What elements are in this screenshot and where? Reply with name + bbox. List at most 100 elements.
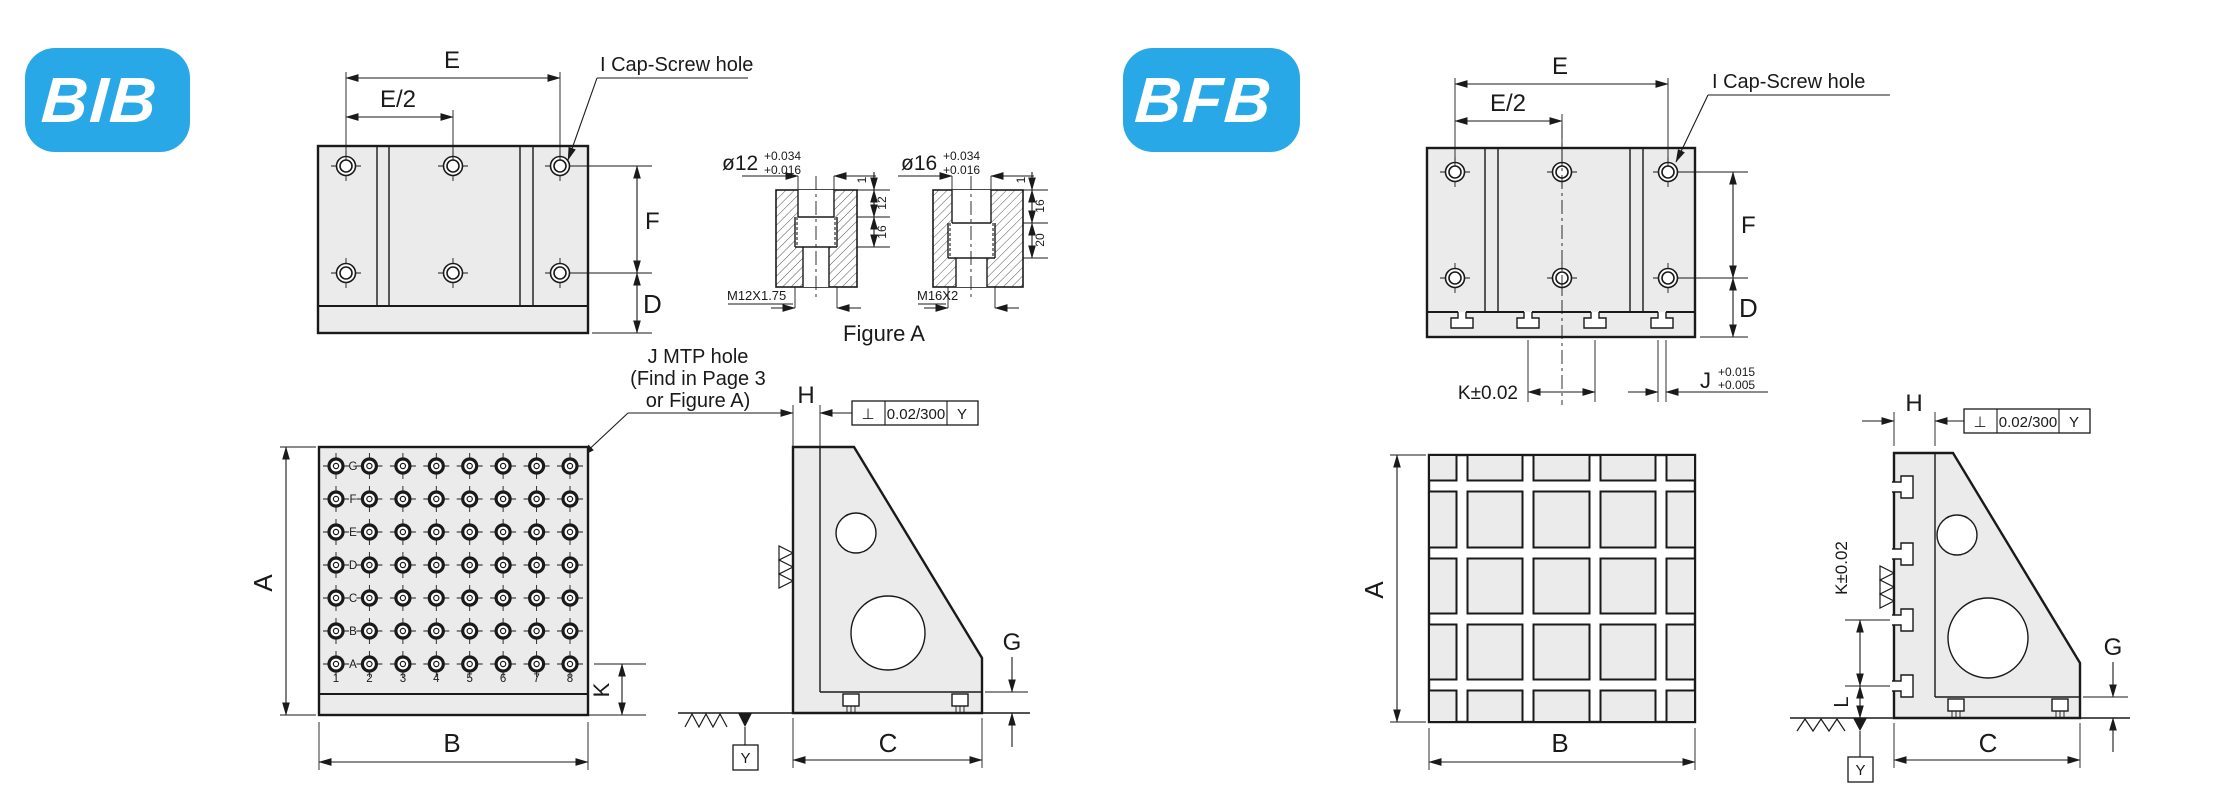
- bib-side-view: H ⊥ 0.02/300 Y Y: [678, 382, 1030, 771]
- m12-tol-lower: +0.016: [764, 163, 801, 177]
- bib-dim-e: E: [444, 47, 460, 74]
- tslot-island: [1665, 454, 1696, 482]
- bib-dim-f: F: [645, 208, 660, 235]
- bib-top-view: E E/2 I Cap-Screw hole F D: [316, 47, 753, 335]
- fcf-tolerance: 0.02/300: [887, 406, 945, 423]
- tslot-island: [1532, 454, 1591, 482]
- m12-depth2: 12: [875, 196, 889, 210]
- bib-cap-screw-label: I Cap-Screw hole: [600, 54, 753, 76]
- grid-row-label: C: [349, 593, 357, 605]
- cap-screw-leader: [567, 77, 598, 161]
- grid-row-label: F: [349, 494, 356, 506]
- bfb-j-tol-lower: +0.005: [1718, 378, 1755, 392]
- grid-col-label: 7: [533, 673, 539, 685]
- m16-depth2: 16: [1033, 199, 1047, 213]
- t-slot-section: [1892, 608, 1914, 632]
- tslot-island: [1665, 689, 1696, 723]
- bfb-dim-f: F: [1741, 212, 1756, 239]
- bfb-dim-j: J: [1700, 368, 1711, 393]
- tslot-island: [1599, 623, 1657, 681]
- bib-dim-h: H: [797, 382, 814, 409]
- grid-row-label: G: [349, 461, 358, 473]
- tslot-island: [1665, 623, 1696, 681]
- bfb-j-tol-upper: +0.015: [1718, 365, 1755, 379]
- m12-thread-label: M12X1.75: [727, 288, 786, 303]
- tslot-island: [1532, 557, 1591, 615]
- tslot-island: [1466, 689, 1524, 723]
- fcf-datum-ref: Y: [957, 406, 967, 423]
- tslot-island: [1466, 623, 1524, 681]
- bib-badge-label: BIB: [39, 64, 160, 136]
- m16-tol-upper: +0.034: [943, 149, 980, 163]
- cap-screw-leader: [1675, 94, 1709, 163]
- bfb-dim-h: H: [1905, 390, 1922, 417]
- grid-col-label: 8: [567, 673, 573, 685]
- ground-finish-mark: [1796, 717, 1846, 733]
- fcf-datum-ref: Y: [2069, 414, 2079, 431]
- bib-datum-y: Y: [732, 713, 759, 771]
- t-slot-section: [1892, 475, 1914, 499]
- tslot-island: [1665, 557, 1696, 615]
- bfb-fcf: ⊥ 0.02/300 Y: [1963, 408, 2091, 434]
- m16-thread-label: M16X2: [917, 288, 958, 303]
- datum-triangle: [738, 713, 752, 727]
- bfb-dim-g: G: [2104, 634, 2123, 661]
- tslot-island: [1428, 490, 1458, 549]
- note-line2: (Find in Page 3: [630, 368, 766, 390]
- tslot-island: [1532, 490, 1591, 549]
- bib-top-plate: [316, 144, 590, 335]
- grid-row-label: A: [349, 659, 357, 671]
- grid-row-label: B: [349, 626, 357, 638]
- m16-depth1: 1: [1014, 176, 1028, 183]
- bfb-dim-e: E: [1552, 53, 1568, 80]
- note-line3: or Figure A): [646, 390, 750, 412]
- bib-dim-d: D: [643, 289, 662, 319]
- tslot-island: [1428, 689, 1458, 723]
- t-slot-section: [1892, 674, 1914, 698]
- bfb-dim-b: B: [1551, 728, 1568, 758]
- m12-dia-label: ø12: [722, 152, 758, 175]
- bib-dim-a: A: [248, 574, 278, 592]
- grid-row-label: E: [349, 527, 357, 539]
- tslot-island: [1466, 557, 1524, 615]
- side-hole-small: [835, 512, 877, 554]
- tslot-island: [1428, 557, 1458, 615]
- figure-a: ø12 +0.034 +0.016 1 12 16 M12X1.75: [722, 149, 1048, 346]
- datum-label: Y: [1855, 762, 1865, 779]
- bfb-side-view: H ⊥ 0.02/300 Y K±0.02 L: [1790, 390, 2130, 783]
- m16-tol-lower: +0.016: [943, 163, 980, 177]
- grid-row-label: D: [349, 560, 357, 572]
- m16-dia-label: ø16: [901, 152, 937, 175]
- grid-col-label: 1: [333, 673, 339, 685]
- bfb-front-view: A B: [1359, 453, 1697, 770]
- tslot-island: [1599, 557, 1657, 615]
- foot-bolts: [1947, 698, 2069, 718]
- tslot-island: [1665, 490, 1696, 549]
- bib-section: BIB E E/2 I Cap-Screw hole: [25, 47, 1048, 771]
- bib-side-outline: [791, 445, 984, 715]
- j-mtp-note: J MTP hole (Find in Page 3 or Figure A): [581, 346, 768, 457]
- tslot-island: [1428, 454, 1458, 482]
- bfb-cap-screw-label: I Cap-Screw hole: [1712, 71, 1865, 93]
- bib-badge: [25, 48, 190, 152]
- bfb-dim-e2: E/2: [1490, 90, 1526, 117]
- t-slot-section: [1650, 312, 1674, 329]
- bfb-dim-k-side: K±0.02: [1832, 541, 1851, 595]
- t-slot-section: [1516, 312, 1540, 329]
- bfb-section: BFB E E/2: [1123, 48, 2130, 783]
- bfb-badge-label: BFB: [1133, 64, 1276, 136]
- m16-depth3: 20: [1033, 233, 1047, 247]
- bib-dim-k: K: [589, 682, 614, 697]
- bfb-dim-a: A: [1359, 581, 1389, 599]
- bib-dim-e2: E/2: [380, 86, 416, 113]
- side-hole-small: [1936, 514, 1978, 556]
- tslot-island: [1428, 623, 1458, 681]
- t-slot-section: [1892, 542, 1914, 566]
- bfb-top-view: E E/2 I Cap-Screw hole F D K±0.02: [1425, 53, 1890, 405]
- bfb-dim-c: C: [1979, 728, 1998, 758]
- bfb-dim-l: L: [1831, 696, 1853, 707]
- perpendicularity-symbol: ⊥: [1973, 414, 1986, 431]
